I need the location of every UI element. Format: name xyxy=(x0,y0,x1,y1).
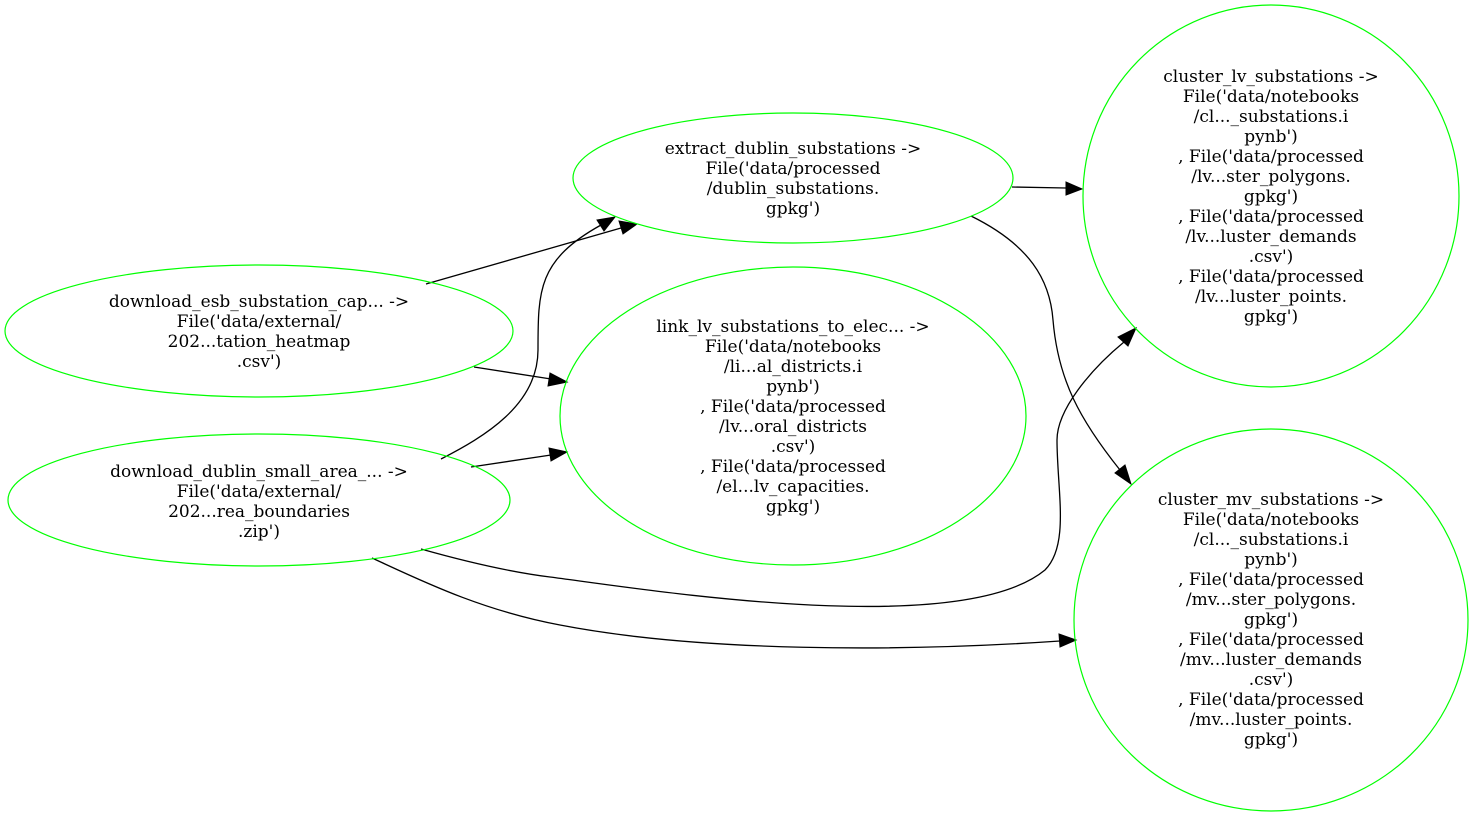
node-label-line: , File('data/processed xyxy=(700,397,886,417)
node-label-line: gpkg') xyxy=(766,497,820,517)
node-label-line: pynb') xyxy=(766,377,820,397)
node-label-line: /cl..._substations.i xyxy=(1194,530,1349,550)
node-label-line: /el...lv_capacities. xyxy=(716,477,869,497)
node-label-line: /dublin_substations. xyxy=(707,179,880,199)
node-label-line: .csv') xyxy=(1249,247,1294,267)
edge-arrowhead xyxy=(1114,464,1132,486)
edge-line xyxy=(425,227,622,285)
node-label-line: .csv') xyxy=(1249,670,1294,690)
node-shape xyxy=(559,266,1027,566)
node-label-line: /lv...oral_districts xyxy=(719,417,867,437)
node-label-line: .zip') xyxy=(238,522,280,542)
node-shape xyxy=(4,264,514,398)
node-label-line: link_lv_substations_to_elec... -> xyxy=(656,317,929,337)
node-label-line: , File('data/processed xyxy=(1178,207,1364,227)
node-label: cluster_mv_substations ->File('data/note… xyxy=(1158,490,1384,750)
edge-line xyxy=(371,557,1061,649)
node-label-line: gpkg') xyxy=(1244,187,1298,207)
node-label-line: 202...tation_heatmap xyxy=(168,332,351,352)
edge-download_dublin-to-extract xyxy=(440,216,617,460)
node-link: link_lv_substations_to_elec... ->File('d… xyxy=(559,266,1027,566)
node-label-line: /mv...luster_points. xyxy=(1190,710,1353,730)
node-label-line: pynb') xyxy=(1244,127,1298,147)
node-label-line: , File('data/processed xyxy=(700,457,886,477)
nodes-layer: download_esb_substation_cap... ->File('d… xyxy=(4,4,1469,812)
edge-arrowhead xyxy=(547,372,569,387)
node-label-line: pynb') xyxy=(1244,550,1298,570)
edge-line xyxy=(470,454,552,468)
node-label: download_esb_substation_cap... ->File('d… xyxy=(109,292,409,372)
node-label-line: File('data/external/ xyxy=(177,482,342,502)
edge-line xyxy=(420,341,1125,608)
edge-line xyxy=(970,215,1121,471)
edge-download_dublin-to-cluster_mv xyxy=(371,557,1078,649)
node-cluster-mv: cluster_mv_substations ->File('data/note… xyxy=(1073,428,1469,812)
node-shape xyxy=(1073,428,1469,812)
node-label-line: gpkg') xyxy=(766,199,820,219)
node-label-line: /mv...ster_polygons. xyxy=(1186,590,1356,610)
node-label-line: /lv...ster_polygons. xyxy=(1191,167,1351,187)
edges-layer xyxy=(371,181,1138,649)
node-cluster-lv: cluster_lv_substations ->File('data/note… xyxy=(1082,4,1460,388)
node-label-line: download_esb_substation_cap... -> xyxy=(109,292,409,312)
edge-line xyxy=(440,224,602,460)
node-label-line: /cl..._substations.i xyxy=(1194,107,1349,127)
node-label: cluster_lv_substations ->File('data/note… xyxy=(1163,67,1379,327)
node-label-line: File('data/processed xyxy=(706,159,881,179)
edge-arrowhead xyxy=(1117,326,1138,347)
edge-line xyxy=(1011,186,1067,189)
node-label-line: .csv') xyxy=(237,352,282,372)
node-extract: extract_dublin_substations ->File('data/… xyxy=(572,112,1014,244)
node-label-line: File('data/notebooks xyxy=(1183,87,1359,107)
node-label-line: , File('data/processed xyxy=(1178,570,1364,590)
edge-download_esb-to-extract xyxy=(425,220,639,285)
node-download-dublin: download_dublin_small_area_... ->File('d… xyxy=(7,433,511,567)
node-label-line: /lv...luster_demands xyxy=(1185,227,1356,247)
node-shape xyxy=(7,433,511,567)
node-shape xyxy=(1082,4,1460,388)
node-label-line: 202...rea_boundaries xyxy=(168,502,350,522)
edge-extract-to-cluster_lv xyxy=(1011,181,1084,196)
node-label-line: File('data/notebooks xyxy=(705,337,881,357)
node-label-line: cluster_lv_substations -> xyxy=(1163,67,1379,87)
node-label-line: , File('data/processed xyxy=(1178,267,1364,287)
node-shape xyxy=(572,112,1014,244)
edge-download_dublin-to-cluster_lv xyxy=(420,326,1138,608)
node-download-esb: download_esb_substation_cap... ->File('d… xyxy=(4,264,514,398)
node-label-line: gpkg') xyxy=(1244,610,1298,630)
node-label-line: /lv...luster_points. xyxy=(1195,287,1347,307)
node-label-line: /li...al_districts.i xyxy=(724,357,863,377)
edge-line xyxy=(473,366,552,380)
node-label-line: gpkg') xyxy=(1244,730,1298,750)
node-label-line: , File('data/processed xyxy=(1178,630,1364,650)
node-label-line: /mv...luster_demands xyxy=(1180,650,1362,670)
edge-extract-to-cluster_mv xyxy=(970,215,1132,486)
node-label-line: cluster_mv_substations -> xyxy=(1158,490,1384,510)
node-label-line: File('data/notebooks xyxy=(1183,510,1359,530)
edge-arrowhead xyxy=(548,447,569,462)
node-label-line: File('data/external/ xyxy=(177,312,342,332)
edge-arrowhead xyxy=(1065,181,1084,196)
node-label: extract_dublin_substations ->File('data/… xyxy=(665,139,921,219)
edge-download_dublin-to-link xyxy=(470,447,569,468)
node-label-line: , File('data/processed xyxy=(1178,690,1364,710)
edge-download_esb-to-link xyxy=(473,366,569,387)
node-label-line: , File('data/processed xyxy=(1178,147,1364,167)
node-label: link_lv_substations_to_elec... ->File('d… xyxy=(656,317,929,517)
node-label-line: gpkg') xyxy=(1244,307,1298,327)
node-label: download_dublin_small_area_... ->File('d… xyxy=(110,462,408,542)
node-label-line: download_dublin_small_area_... -> xyxy=(110,462,408,482)
edge-arrowhead xyxy=(596,216,617,232)
edge-arrowhead xyxy=(618,220,639,235)
node-label-line: extract_dublin_substations -> xyxy=(665,139,921,159)
edge-arrowhead xyxy=(1058,633,1078,648)
node-label-line: .csv') xyxy=(771,437,816,457)
